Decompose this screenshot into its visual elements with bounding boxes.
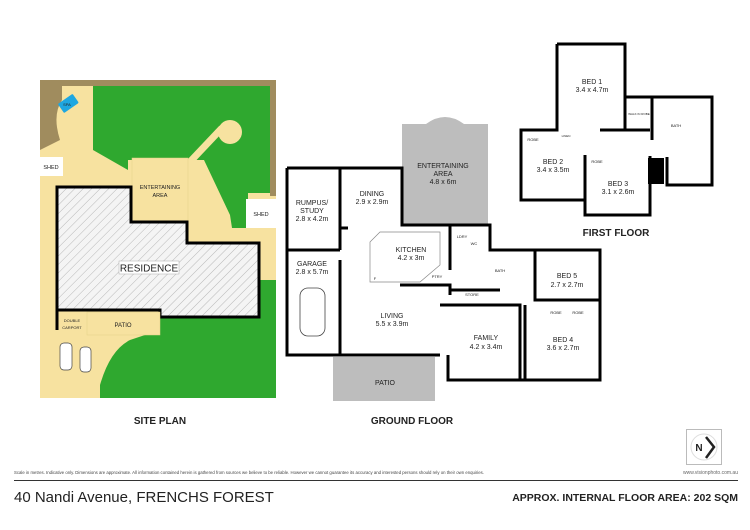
site-plan: SPA SHED SHED ENTERTAINING AREA RESIDENC… bbox=[40, 80, 276, 427]
property-address: 40 Nandi Avenue, FRENCHS FOREST bbox=[14, 489, 274, 506]
garden-circle bbox=[218, 120, 242, 144]
north-compass: N bbox=[686, 429, 722, 465]
website-text: www.visionphoto.com.au bbox=[682, 470, 738, 476]
first-floor-room-labels: BED 1 3.4 x 4.7m BED 2 3.4 x 3.5m BED 3 … bbox=[527, 79, 681, 196]
residence-footprint bbox=[55, 185, 261, 319]
garden-path bbox=[184, 125, 225, 168]
shed-right bbox=[246, 199, 276, 228]
room-size: 2.8 x 4.2m bbox=[296, 216, 329, 223]
robe-label: ROBE bbox=[550, 310, 562, 315]
garden-bed-right bbox=[270, 80, 276, 196]
robe-label: ROBE bbox=[572, 310, 584, 315]
residence-tag bbox=[118, 260, 180, 275]
store-label: STORE bbox=[465, 292, 479, 297]
site-patio-label: PATIO bbox=[114, 323, 131, 329]
stair-void bbox=[648, 158, 664, 184]
garden-bed-left bbox=[40, 86, 62, 150]
room-name: BED 1 bbox=[582, 79, 602, 86]
room-size: 3.4 x 4.7m bbox=[576, 87, 609, 94]
room-size: 4.8 x 6m bbox=[430, 179, 457, 186]
carport-label: DOUBLE bbox=[64, 318, 81, 323]
shed-left bbox=[40, 157, 63, 176]
spa bbox=[58, 94, 79, 113]
ground-floor-walls bbox=[285, 166, 602, 382]
robe-label: ROBE bbox=[591, 159, 603, 164]
carport-label-2: CARPORT bbox=[62, 325, 82, 330]
garden-path-2 bbox=[189, 168, 235, 237]
room-name: STUDY bbox=[300, 208, 324, 215]
room-name: GARAGE bbox=[297, 261, 327, 268]
room-name: LIVING bbox=[381, 313, 404, 320]
disclaimer-text: Scale in metres. Indicative only. Dimens… bbox=[14, 470, 484, 475]
first-floor-walls bbox=[519, 42, 714, 217]
room-size: 2.8 x 5.7m bbox=[296, 269, 329, 276]
pantry-label: PTRY bbox=[432, 274, 443, 279]
bath-label: BATH bbox=[671, 123, 681, 128]
car-icon bbox=[79, 346, 92, 373]
spa-label: SPA bbox=[63, 102, 71, 107]
compass-label: N bbox=[695, 443, 702, 454]
room-size: 2.7 x 2.7m bbox=[551, 282, 584, 289]
room-size: 5.5 x 3.9m bbox=[376, 321, 409, 328]
ground-floor-plan: RUMPUS/ STUDY 2.8 x 4.2m GARAGE 2.8 x 5.… bbox=[285, 117, 602, 427]
room-name: PATIO bbox=[375, 380, 396, 387]
linen-label: LINEN bbox=[562, 134, 571, 138]
room-name: AREA bbox=[433, 171, 452, 178]
shed-right-label: SHED bbox=[253, 212, 268, 218]
ground-floor-room-labels: RUMPUS/ STUDY 2.8 x 4.2m GARAGE 2.8 x 5.… bbox=[296, 163, 584, 387]
lawn-south bbox=[100, 280, 276, 398]
compass-arrow-icon: N bbox=[690, 433, 718, 461]
room-name: BED 2 bbox=[543, 159, 563, 166]
wc-label: WC bbox=[471, 241, 478, 246]
room-size: 3.6 x 2.7m bbox=[547, 345, 580, 352]
garden-bed-top bbox=[40, 80, 276, 86]
site-patio bbox=[86, 311, 161, 336]
footer-divider bbox=[14, 480, 738, 481]
site-entertaining-label: ENTERTAINING bbox=[140, 185, 180, 191]
floor-area: APPROX. INTERNAL FLOOR AREA: 202 SQM bbox=[512, 492, 738, 504]
room-name: BED 4 bbox=[553, 337, 573, 344]
bath-label: BATH bbox=[495, 268, 505, 273]
site-entertaining-label-2: AREA bbox=[153, 193, 168, 199]
robe-label: ROBE bbox=[527, 137, 539, 142]
site-entertaining-area bbox=[131, 157, 189, 222]
room-size: 2.9 x 2.9m bbox=[356, 199, 389, 206]
room-name: BED 3 bbox=[608, 181, 628, 188]
shed-left-label: SHED bbox=[43, 165, 58, 171]
residence-label: RESIDENCE bbox=[120, 264, 179, 275]
fridge-label: F bbox=[374, 276, 377, 281]
car-icon bbox=[59, 342, 73, 371]
entertaining-area bbox=[402, 117, 488, 225]
room-name: RUMPUS/ bbox=[296, 200, 328, 207]
room-name: ENTERTAINING bbox=[417, 163, 468, 170]
room-size: 4.2 x 3.4m bbox=[470, 344, 503, 351]
first-floor-title: FIRST FLOOR bbox=[583, 228, 650, 239]
room-size: 4.2 x 3m bbox=[398, 255, 425, 262]
room-name: DINING bbox=[360, 191, 385, 198]
patio-area bbox=[333, 357, 435, 401]
room-name: BED 5 bbox=[557, 273, 577, 280]
room-size: 3.1 x 2.6m bbox=[602, 189, 635, 196]
laundry-label: LDRY bbox=[457, 234, 468, 239]
first-floor-plan: BED 1 3.4 x 4.7m BED 2 3.4 x 3.5m BED 3 … bbox=[519, 42, 714, 239]
kitchen-bench bbox=[369, 231, 441, 283]
ground-floor-title: GROUND FLOOR bbox=[371, 416, 454, 427]
site-plan-title: SITE PLAN bbox=[134, 416, 186, 427]
walk-in-robe-label: WALK IN ROBE bbox=[628, 112, 650, 116]
room-name: KITCHEN bbox=[396, 247, 427, 254]
room-size: 3.4 x 3.5m bbox=[537, 167, 570, 174]
room-name: FAMILY bbox=[474, 335, 499, 342]
car-icon bbox=[299, 287, 326, 337]
